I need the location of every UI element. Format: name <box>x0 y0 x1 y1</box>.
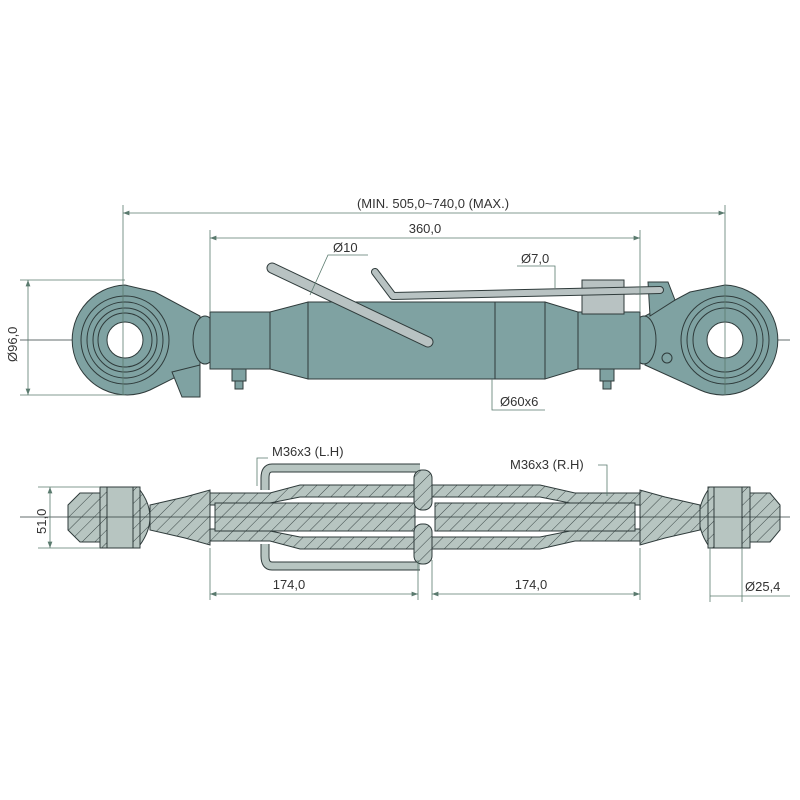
right-pin-hole <box>713 486 743 549</box>
grease-nipple-icon <box>661 352 673 364</box>
tube-length-label: 360,0 <box>409 221 442 236</box>
right-end-section <box>639 486 781 549</box>
tube-section <box>209 484 641 550</box>
ball-height-label: Ø96,0 <box>5 327 20 362</box>
section-view <box>20 463 790 571</box>
pin-clamp <box>581 279 625 315</box>
top-view-dimensions <box>20 205 726 411</box>
left-ball-joint <box>71 284 201 398</box>
thread-left-label: M36x3 (L.H) <box>272 444 344 459</box>
section-view-dimensions <box>38 457 790 602</box>
thread-right-label: M36x3 (R.H) <box>510 457 584 472</box>
left-end-section <box>67 486 211 549</box>
left-thread-length-label: 174,0 <box>273 577 306 592</box>
adjuster-tube <box>209 301 641 380</box>
handle-diameter-label: Ø10 <box>333 240 358 255</box>
pin-hole-diameter-label: Ø25,4 <box>745 579 780 594</box>
overall-length-label: (MIN. 505,0~740,0 (MAX.) <box>357 196 509 211</box>
left-pin-hole <box>106 486 134 549</box>
tube-size-label: Ø60x6 <box>500 394 538 409</box>
right-ball-joint <box>644 281 779 396</box>
top-view <box>20 262 790 398</box>
lock-nut-left <box>231 368 247 390</box>
pin-diameter-label: Ø7,0 <box>521 251 549 266</box>
lock-nut-right <box>599 368 615 390</box>
ball-width-label: 51,0 <box>34 509 49 534</box>
right-thread-length-label: 174,0 <box>515 577 548 592</box>
